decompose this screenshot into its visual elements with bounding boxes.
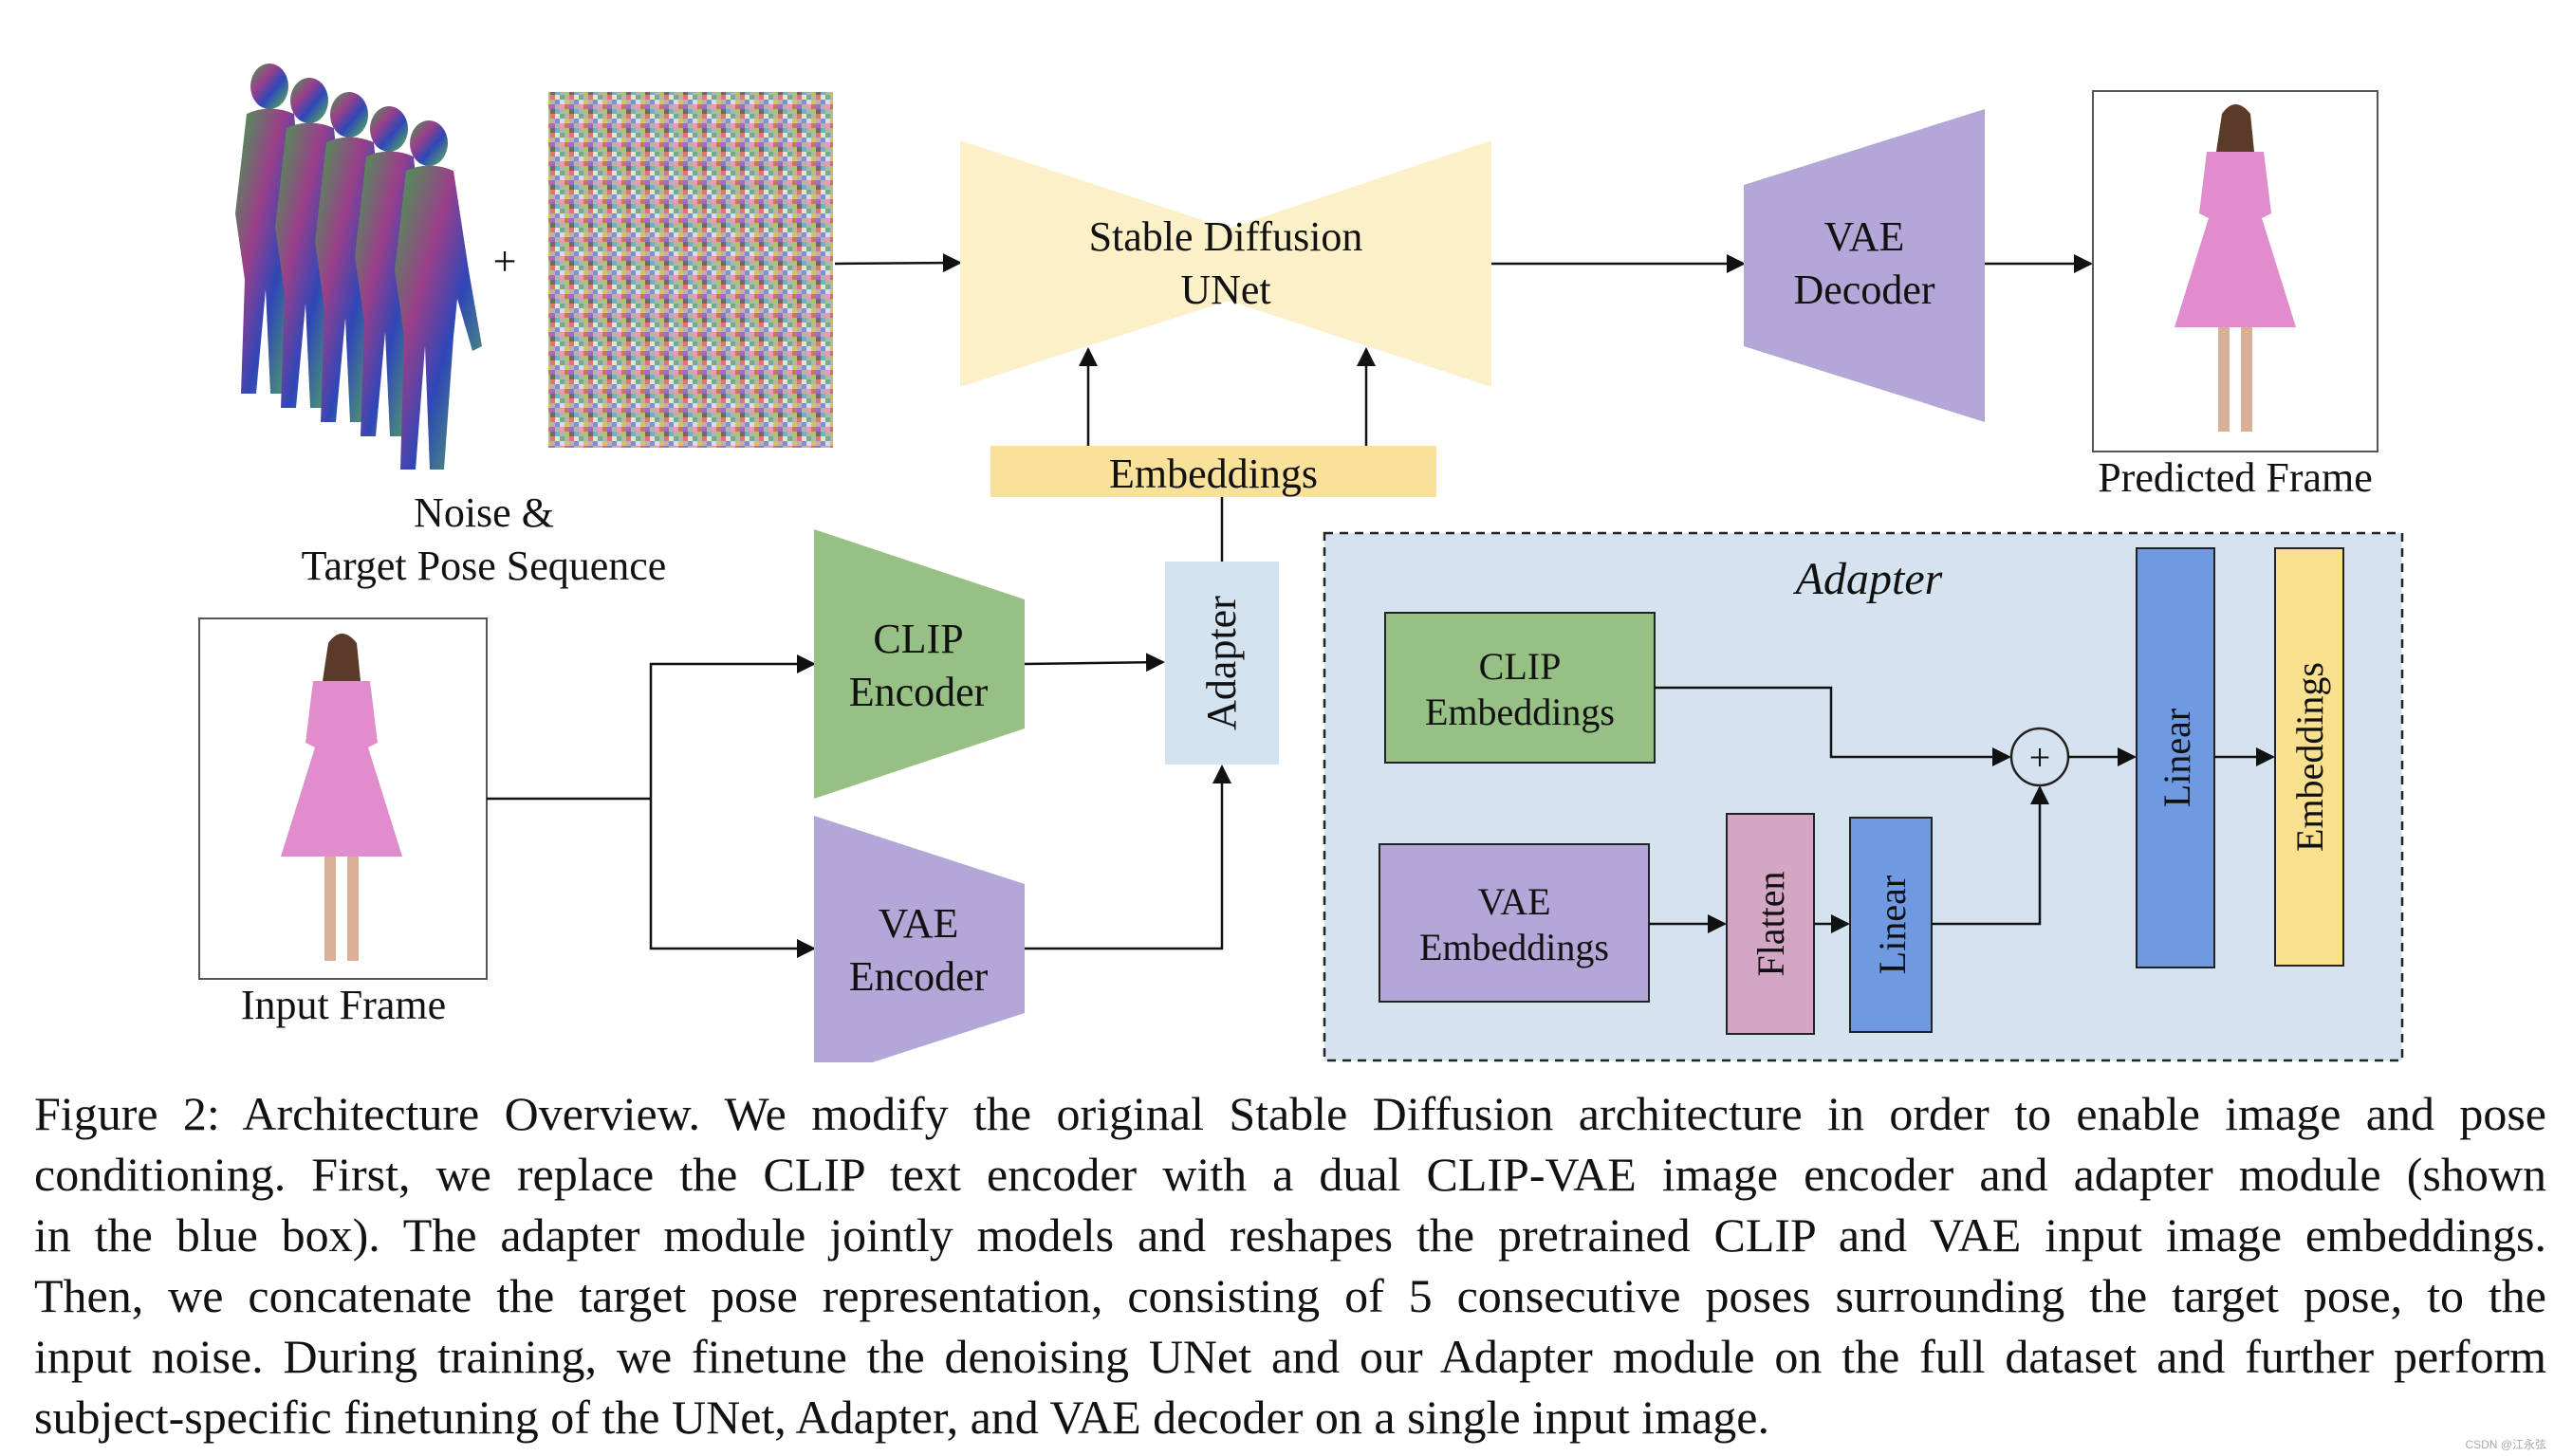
clip-embeddings-label-line1: CLIP xyxy=(1479,645,1562,688)
caption-line: subject-specific finetuning of the UNet,… xyxy=(34,1391,1769,1444)
clip-encoder-label-line2: Encoder xyxy=(849,669,989,715)
vae-encoder-block xyxy=(814,816,1025,1062)
vae-encoder-label-line1: VAE xyxy=(879,900,959,947)
unet-block xyxy=(960,140,1491,387)
linear-large-label: Linear xyxy=(2156,709,2198,807)
unet-label-line1: Stable Diffusion xyxy=(1089,213,1363,260)
adapter-region-title: Adapter xyxy=(1793,554,1943,604)
caption-line: input noise. During training, we finetun… xyxy=(34,1330,2546,1383)
predicted-frame-image xyxy=(2092,90,2378,452)
input-frame-image xyxy=(198,617,488,980)
clip-embeddings-label-line2: Embeddings xyxy=(1425,691,1615,733)
clip-encoder-block xyxy=(814,529,1025,799)
embeddings-bar xyxy=(990,446,1436,497)
noise-image xyxy=(548,92,833,448)
figure-caption: Figure 2: Architecture Overview. We modi… xyxy=(34,1083,2546,1447)
unet-label-line2: UNet xyxy=(1180,267,1270,313)
arrow-input-to-clip xyxy=(649,654,816,799)
vae-embeddings-block xyxy=(1379,843,1650,1003)
flatten-label: Flatten xyxy=(1749,871,1792,976)
embeddings-label: Embeddings xyxy=(1109,451,1318,497)
caption-line: conditioning. First, we replace the CLIP… xyxy=(34,1148,2546,1201)
noise-label-line1: Noise & xyxy=(414,489,554,536)
embeddings-output-label: Embeddings xyxy=(2288,662,2331,852)
linear-small-block xyxy=(1849,817,1933,1033)
vae-embeddings-label-line2: Embeddings xyxy=(1419,926,1609,968)
arrow-vae-to-adapter xyxy=(1025,765,1231,950)
architecture-diagram: + Noise & Target Pose Sequence Stable Di… xyxy=(198,64,2404,1062)
pose-sequence-image xyxy=(235,64,482,470)
predicted-frame-label: Predicted Frame xyxy=(2098,454,2373,501)
arrow-clip-emb-to-sum xyxy=(1655,686,2011,766)
vae-decoder-label-line2: Decoder xyxy=(1793,267,1934,313)
pose-figure xyxy=(395,120,482,470)
embeddings-output-block xyxy=(2274,547,2344,967)
caption-line: Figure 2: Architecture Overview. We modi… xyxy=(34,1087,2546,1140)
linear-small-label: Linear xyxy=(1871,875,1914,974)
clip-encoder-label-line1: CLIP xyxy=(873,616,963,662)
noise-label-line2: Target Pose Sequence xyxy=(302,543,667,589)
caption-line: Then, we concatenate the target pose rep… xyxy=(34,1269,2546,1322)
vae-embeddings-label-line1: VAE xyxy=(1477,880,1550,923)
arrow-input-to-vae xyxy=(649,799,816,958)
adapter-block-label: Adapter xyxy=(1198,596,1245,730)
watermark: CSDN @江永弦 xyxy=(2465,1438,2546,1451)
sum-node-symbol: + xyxy=(2029,736,2051,779)
vae-decoder-block xyxy=(1744,109,1985,422)
clip-embeddings-block xyxy=(1384,612,1656,764)
vae-encoder-label-line2: Encoder xyxy=(849,953,989,1000)
adapter-block xyxy=(1165,562,1279,765)
arrow-clip-to-adapter xyxy=(1024,653,1165,673)
caption-line: in the blue box). The adapter module joi… xyxy=(34,1208,2546,1262)
arrow-linear-to-sum xyxy=(1932,785,2049,926)
arrow-noise-to-unet xyxy=(834,253,962,273)
vae-decoder-label-line1: VAE xyxy=(1824,213,1905,260)
plus-sign: + xyxy=(493,238,517,285)
input-frame-label: Input Frame xyxy=(241,982,446,1028)
linear-large-block xyxy=(2136,547,2215,968)
